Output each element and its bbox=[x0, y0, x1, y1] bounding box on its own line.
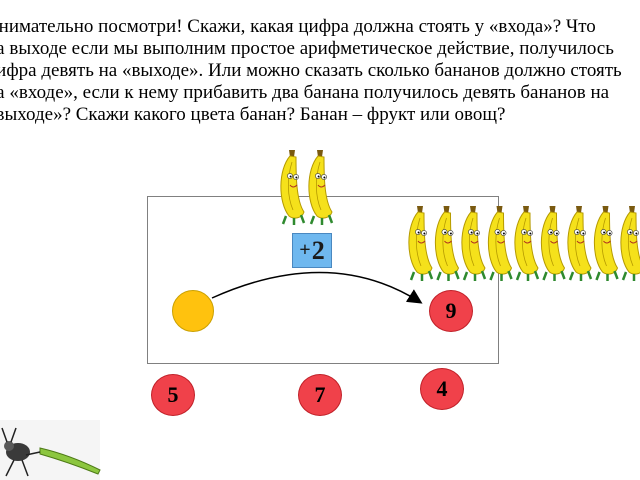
banana-icon bbox=[514, 206, 540, 281]
banana-icon bbox=[620, 206, 640, 281]
banana-icon bbox=[408, 206, 434, 281]
answer-option-label: 7 bbox=[314, 382, 326, 407]
instruction-line: «выходе»? Скажи какого цвета банан? Бана… bbox=[0, 104, 506, 125]
instruction-line: на выходе если мы выполним простое арифм… bbox=[0, 38, 614, 59]
answer-option-5[interactable]: 5 bbox=[151, 374, 195, 416]
instruction-line: цифра девять на «выходе». Или можно сказ… bbox=[0, 60, 622, 81]
banana-icon bbox=[280, 150, 306, 225]
plus-sign: + bbox=[299, 239, 311, 261]
transform-arrow bbox=[211, 271, 423, 304]
answer-option-label: 5 bbox=[167, 382, 179, 407]
banana-icon bbox=[434, 206, 460, 281]
instruction-line: на «входе», если к нему прибавить два ба… bbox=[0, 82, 610, 103]
operation-box: + 2 bbox=[292, 233, 332, 268]
instruction-text: Внимательно посмотри! Скажи, какая цифра… bbox=[0, 16, 640, 126]
output-number-circle: 9 bbox=[429, 290, 473, 332]
instruction-line: Внимательно посмотри! Скажи, какая цифра… bbox=[0, 16, 596, 37]
output-number: 9 bbox=[445, 298, 457, 323]
operation-value: 2 bbox=[311, 235, 325, 265]
answer-option-7[interactable]: 7 bbox=[298, 374, 342, 416]
banana-icon bbox=[487, 206, 513, 281]
answer-option-4[interactable]: 4 bbox=[420, 368, 464, 410]
input-circle[interactable] bbox=[172, 290, 214, 332]
answer-option-label: 4 bbox=[436, 376, 448, 401]
banana-icon bbox=[461, 206, 487, 281]
banana-icon bbox=[540, 206, 566, 281]
banana-icon bbox=[567, 206, 593, 281]
banana-icon bbox=[593, 206, 619, 281]
ant-mascot-icon bbox=[0, 420, 101, 480]
banana-icon bbox=[308, 150, 334, 225]
